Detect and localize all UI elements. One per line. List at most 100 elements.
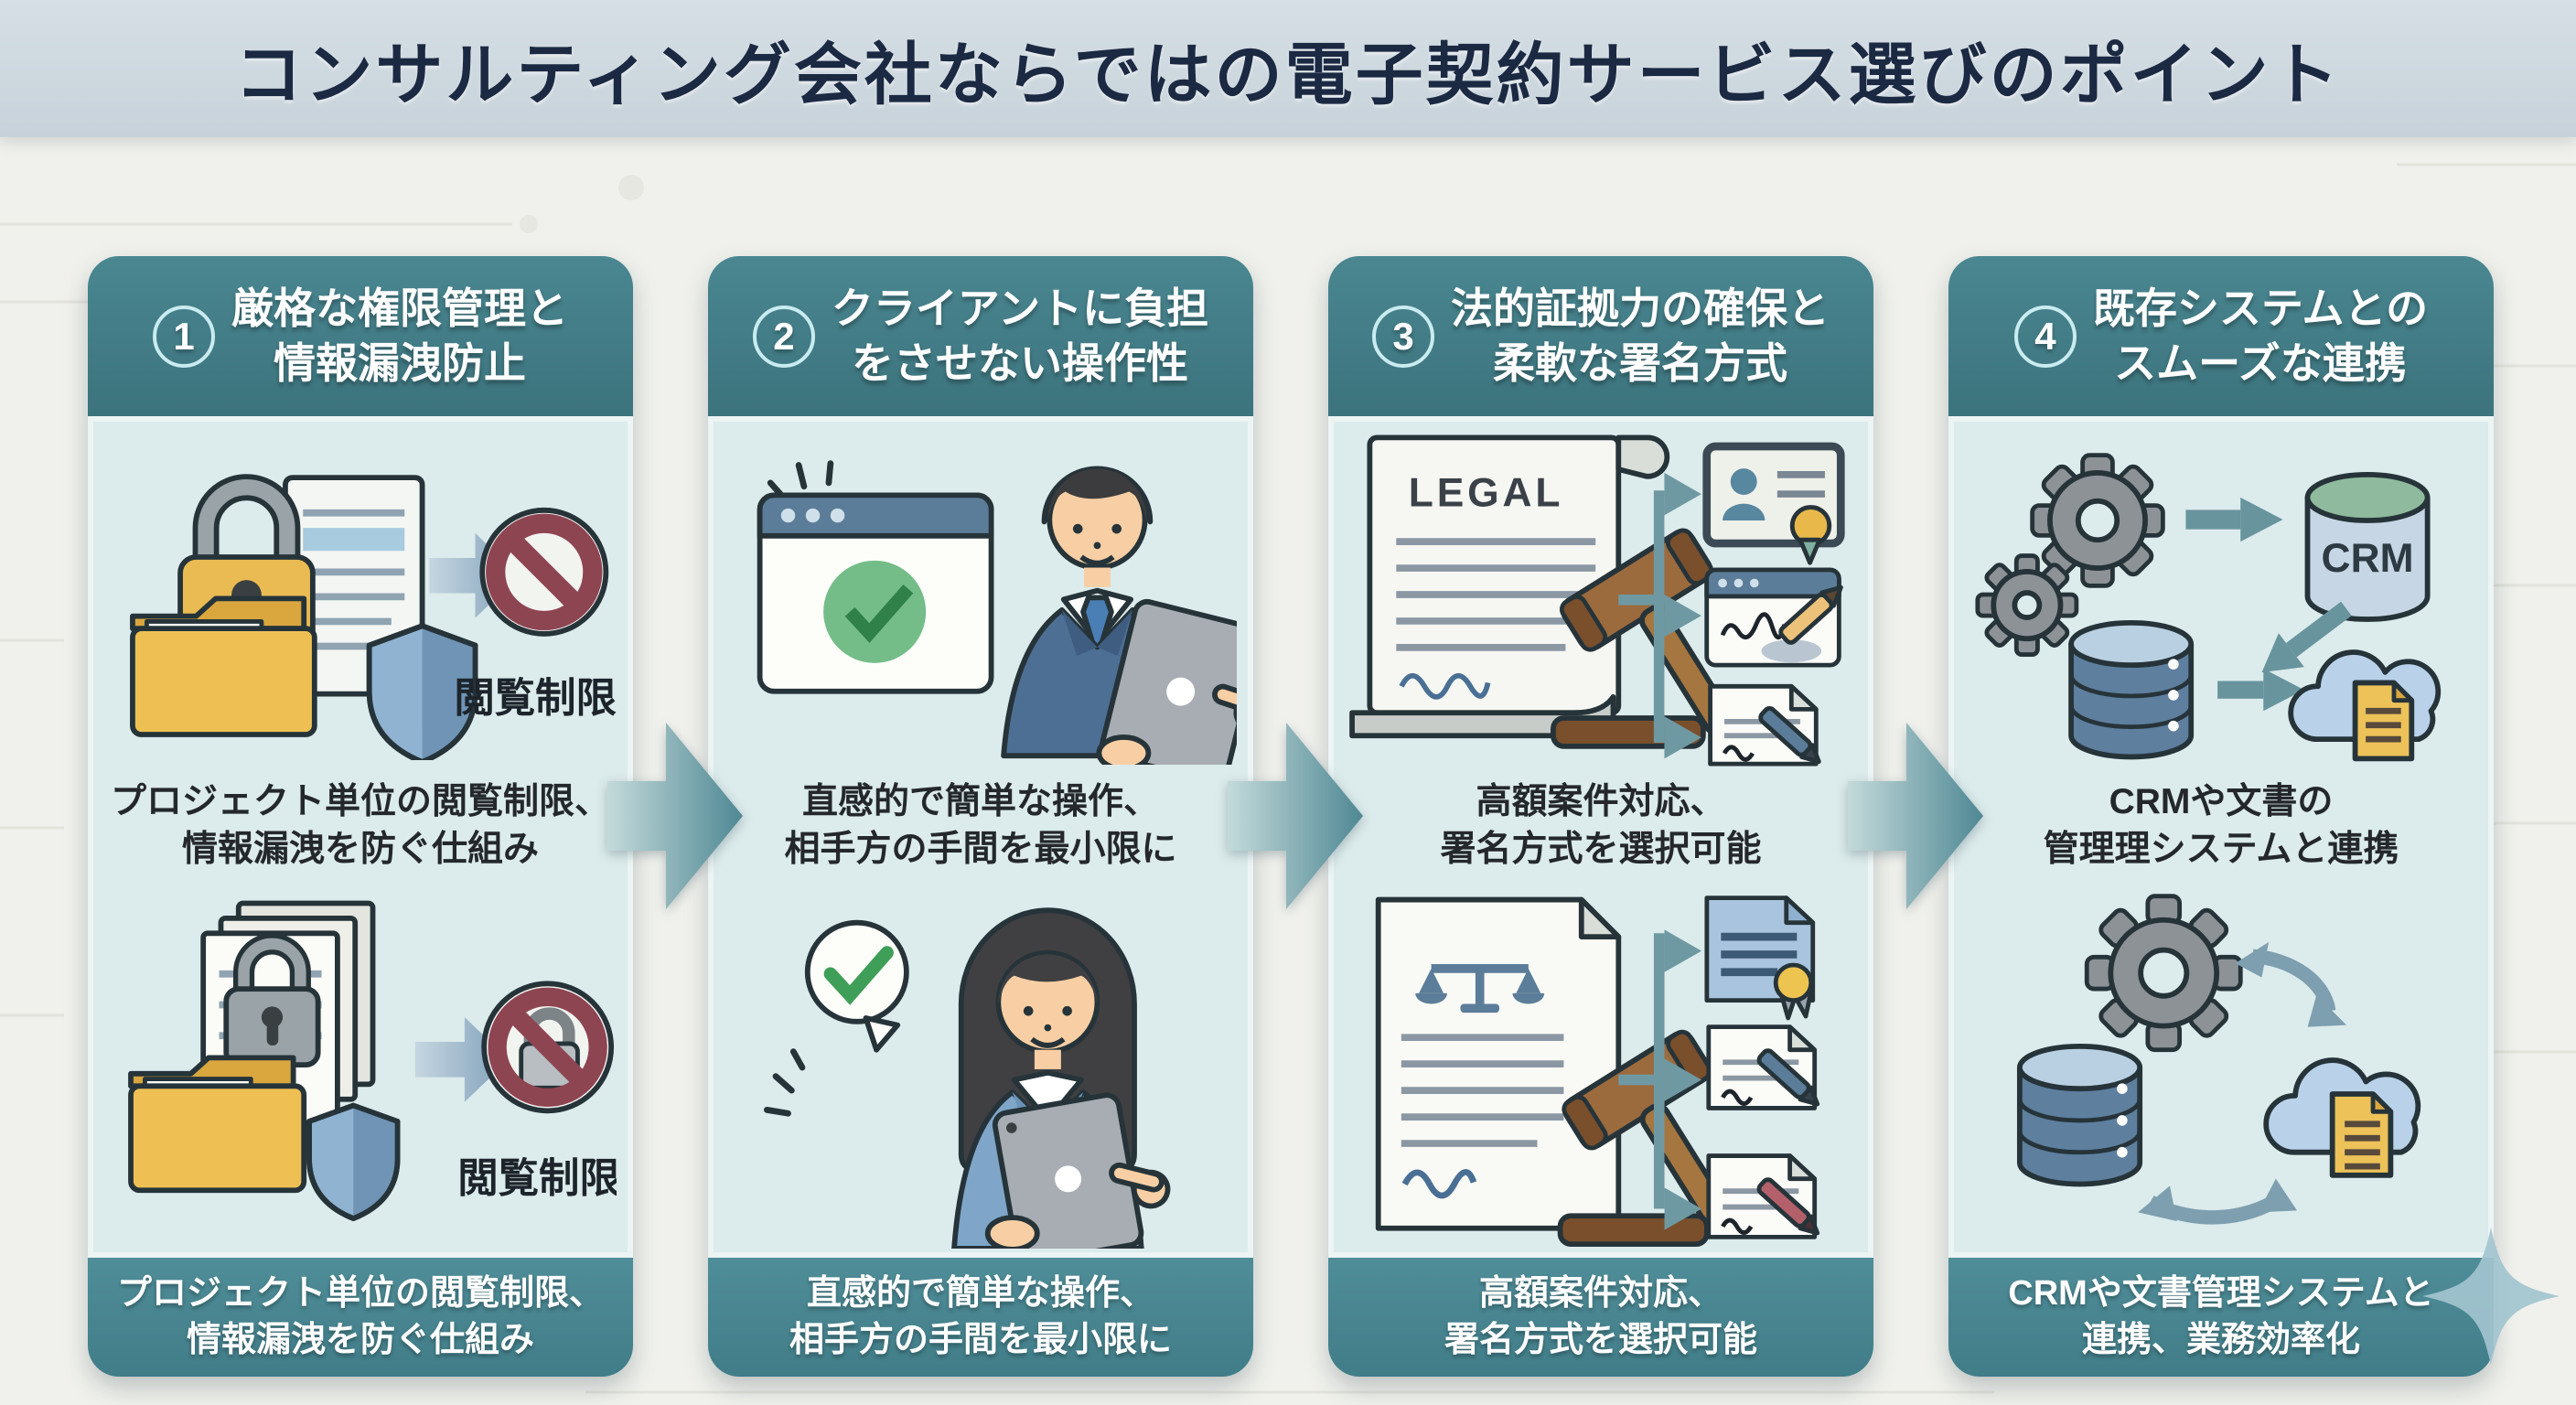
- locked-folder-restriction-icon: 閲覧制限: [130, 474, 617, 760]
- restriction-label: 閲覧制限: [457, 1156, 617, 1201]
- footer-line2: 署名方式を選択可能: [1444, 1321, 1757, 1359]
- illustration-businesswoman-tablet: [708, 878, 1253, 1258]
- signature-window-icon: [1704, 567, 1843, 668]
- sparkle-marks: [763, 1048, 806, 1117]
- database-icon: [2068, 619, 2195, 760]
- column-card-usability: 2 クライアントに負担 をさせない操作性: [708, 256, 1253, 1377]
- businessman-illustration: [1001, 466, 1237, 765]
- branch-arrows: [1618, 472, 1701, 759]
- illustration-system-sync: [1948, 878, 2494, 1258]
- caption-line1: プロジェクト単位の閲覧制限、: [110, 782, 610, 822]
- shield-icon: [306, 1102, 401, 1221]
- column-card-integration: 4 既存システムとの スムーズな連携: [1948, 256, 2494, 1377]
- contract-gavel-branch-icon: [1375, 896, 1820, 1248]
- card-title: 法的証拠力の確保と 柔軟な署名方式: [1451, 282, 1830, 391]
- crm-database-icon: CRM: [2304, 471, 2431, 622]
- card-body: LEGAL: [1328, 416, 1873, 1258]
- cloud-document-icon: [2288, 649, 2442, 762]
- scales-icon: [1415, 964, 1545, 1014]
- locked-documents-restriction-icon: 閲覧制限: [128, 900, 617, 1221]
- caption: 高額案件対応、 署名方式を選択可能: [1328, 773, 1873, 878]
- crm-label: CRM: [2322, 536, 2414, 581]
- legal-gavel-branch-icon: LEGAL: [1349, 434, 1845, 767]
- illustration-locked-documents: 閲覧制限: [88, 878, 633, 1258]
- step-number: 1: [153, 305, 215, 368]
- sync-arrows-icon: [2138, 941, 2347, 1225]
- card-header: 4 既存システムとの スムーズな連携: [1948, 256, 2494, 416]
- speech-bubble-check-icon: [804, 919, 909, 1053]
- shield-icon: [366, 623, 478, 760]
- column-card-legal-signature: 3 法的証拠力の確保と 柔軟な署名方式 LEGAL: [1328, 256, 1873, 1377]
- caption-line2: 相手方の手間を最小限に: [784, 829, 1177, 869]
- page-title: コンサルティング会社ならではの電子契約サービス選びのポイント: [234, 36, 2342, 113]
- diagonal-arrow-icon: [2261, 601, 2352, 673]
- step-number: 3: [1372, 305, 1434, 368]
- illustration-businessman-tablet: [708, 416, 1253, 773]
- caption-line1: 直感的で簡単な操作、: [801, 782, 1159, 822]
- sign-document-icon: [1708, 683, 1821, 767]
- card-footer: プロジェクト単位の閲覧制限、 情報漏洩を防ぐ仕組み: [88, 1258, 633, 1377]
- card-title: 既存システムとの スムーズな連携: [2093, 282, 2428, 391]
- footer-line2: 情報漏洩を防ぐ仕組み: [186, 1321, 534, 1359]
- title-banner: コンサルティング会社ならではの電子契約サービス選びのポイント: [0, 0, 2576, 137]
- tablet-icon: [1100, 598, 1237, 765]
- card-title-line2: をさせない操作性: [851, 338, 1188, 387]
- caption: CRMや文書の 管理理システムと連携: [1948, 773, 2494, 878]
- gears-icon: [1975, 453, 2165, 657]
- restriction-label: 閲覧制限: [454, 676, 617, 721]
- businessman-tablet-icon: [757, 460, 1237, 765]
- browser-window-icon: [757, 492, 994, 694]
- footer-line2: 相手方の手間を最小限に: [789, 1321, 1172, 1359]
- card-title: 厳格な権限管理と 情報漏洩防止: [231, 282, 568, 391]
- right-arrow-icon: [2185, 497, 2283, 542]
- flow-arrow-2: [1228, 723, 1363, 909]
- card-title: クライアントに負担 をさせない操作性: [832, 282, 1208, 391]
- card-body: 閲覧制限 プロジェクト単位の閲覧制限、 情報漏洩を防ぐ仕組み: [88, 416, 633, 1258]
- database-icon: [2016, 1043, 2143, 1187]
- no-entry-lock-icon: [481, 980, 615, 1113]
- card-footer: CRMや文書管理システムと 連携、業務効率化: [1948, 1258, 2494, 1377]
- businesswoman-illustration: [951, 907, 1171, 1249]
- flow-arrow-3: [1848, 723, 1983, 909]
- illustration-legal-document: LEGAL: [1328, 416, 1873, 773]
- pointing-hand: [1109, 1162, 1171, 1209]
- contract-document-icon: [1375, 896, 1622, 1231]
- card-header: 1 厳格な権限管理と 情報漏洩防止: [88, 256, 633, 416]
- card-header: 2 クライアントに負担 をさせない操作性: [708, 256, 1253, 416]
- sparkle-icon: [2422, 1228, 2560, 1365]
- card-body: CRM: [1948, 416, 2494, 1258]
- footer-line1: プロジェクト単位の閲覧制限、: [116, 1274, 604, 1314]
- card-footer: 高額案件対応、 署名方式を選択可能: [1328, 1258, 1873, 1377]
- footer-line1: 直感的で簡単な操作、: [806, 1274, 1154, 1314]
- flow-arrow-1: [607, 723, 743, 909]
- footer-line1: CRMや文書管理システムと: [2008, 1274, 2434, 1314]
- card-footer: 直感的で簡単な操作、 相手方の手間を最小限に: [708, 1258, 1253, 1377]
- gear-icon: [2084, 894, 2243, 1053]
- illustration-locked-folder: 閲覧制限: [88, 416, 633, 773]
- footer-line2: 連携、業務効率化: [2081, 1321, 2360, 1359]
- card-body: 直感的で簡単な操作、 相手方の手間を最小限に: [708, 416, 1253, 1258]
- pointing-hand: [1212, 683, 1237, 733]
- caption: 直感的で簡単な操作、 相手方の手間を最小限に: [708, 773, 1253, 878]
- step-number: 4: [2013, 305, 2077, 368]
- card-title-line1: クライアントに負担: [831, 284, 1209, 332]
- pen-document-icon: [1706, 1024, 1820, 1110]
- right-arrow-icon: [2217, 669, 2304, 712]
- certificate-icon: [1704, 896, 1816, 1021]
- step-number: 2: [752, 305, 815, 368]
- legal-label: LEGAL: [1409, 471, 1564, 516]
- folder-icon: [128, 1055, 307, 1193]
- cloud-document-icon: [2263, 1057, 2421, 1178]
- caption-line2: 情報漏洩を防ぐ仕組み: [181, 829, 539, 869]
- card-title-line2: 柔軟な署名方式: [1493, 338, 1787, 387]
- id-card-icon: [1702, 442, 1845, 565]
- no-entry-icon: [479, 507, 609, 637]
- checkmark-icon: [823, 560, 927, 663]
- column-card-access-control: 1 厳格な権限管理と 情報漏洩防止: [88, 256, 633, 1377]
- card-title-line1: 法的証拠力の確保と: [1451, 284, 1830, 332]
- illustration-contract-document: [1328, 878, 1873, 1258]
- branch-arrows: [1618, 929, 1702, 1230]
- illustration-crm-integration: CRM: [1948, 416, 2494, 773]
- folder-icon: [130, 595, 317, 737]
- card-title-line2: スムーズな連携: [2114, 338, 2407, 387]
